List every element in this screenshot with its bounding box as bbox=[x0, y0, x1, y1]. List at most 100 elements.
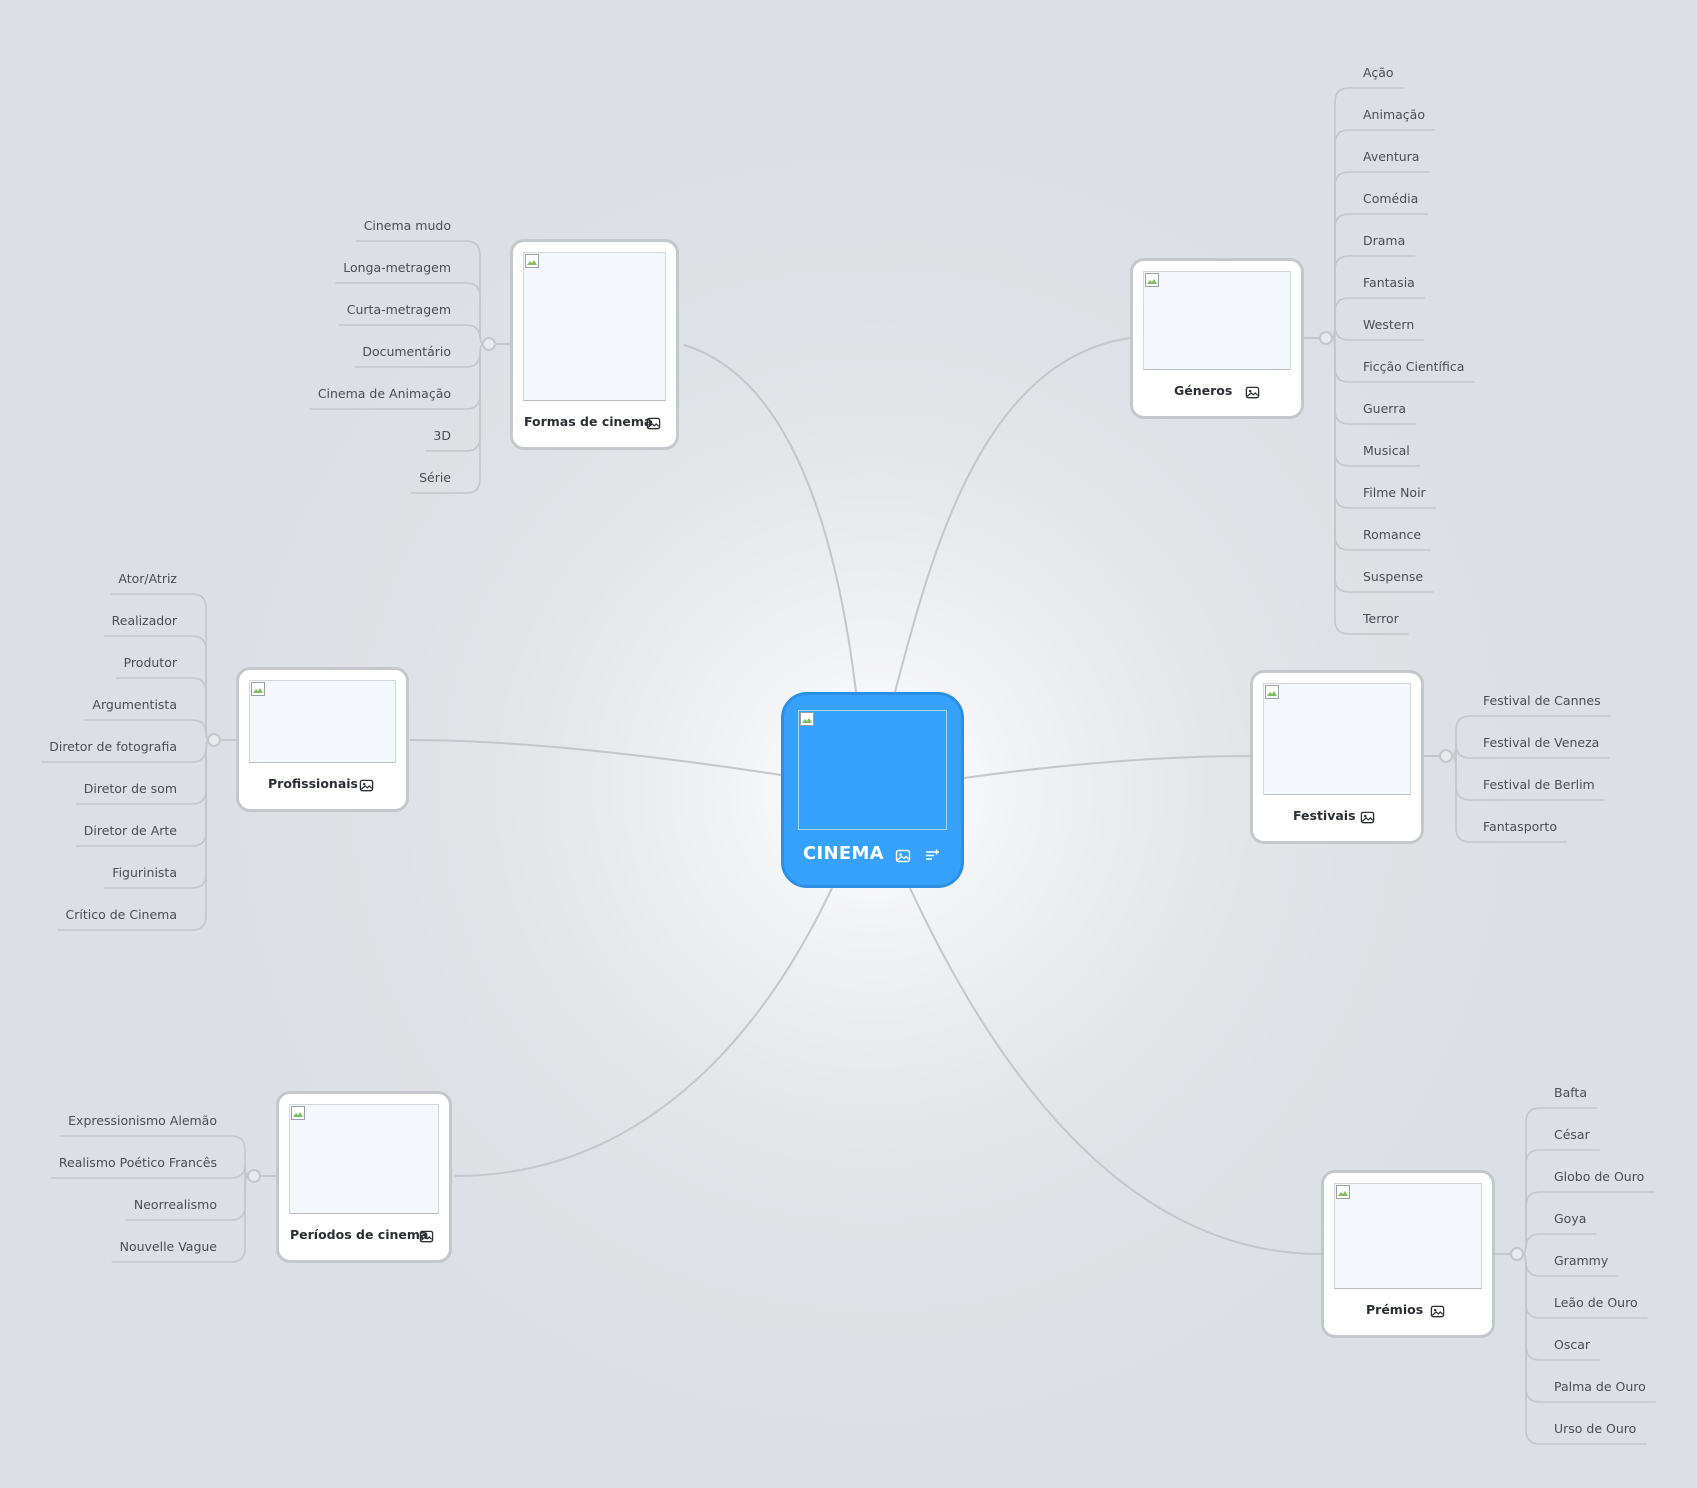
connector-line bbox=[111, 1175, 249, 1263]
connector-line bbox=[963, 755, 1251, 779]
subtopic-festivais[interactable]: Festival de Berlim bbox=[1483, 777, 1595, 792]
branch-hub[interactable] bbox=[207, 733, 221, 747]
branch-hub[interactable] bbox=[482, 337, 496, 351]
subtopic-generos[interactable]: Animação bbox=[1363, 107, 1425, 122]
subtopic-festivais[interactable]: Festival de Veneza bbox=[1483, 735, 1600, 750]
image-icon[interactable] bbox=[646, 416, 661, 431]
connector-line bbox=[909, 887, 1322, 1255]
subtopic-periodos[interactable]: Expressionismo Alemão bbox=[68, 1113, 217, 1128]
topic-label: Períodos de cinema bbox=[290, 1227, 429, 1242]
subtopic-festivais[interactable]: Fantasporto bbox=[1483, 819, 1557, 834]
image-icon[interactable] bbox=[359, 778, 374, 793]
subtopic-premios[interactable]: Grammy bbox=[1554, 1253, 1609, 1268]
subtopic-profissionais[interactable]: Diretor de Arte bbox=[83, 823, 177, 838]
image-icon[interactable] bbox=[1360, 810, 1375, 825]
subtopic-profissionais[interactable]: Realizador bbox=[111, 613, 177, 628]
subtopic-generos[interactable]: Guerra bbox=[1363, 401, 1407, 416]
connector-line bbox=[1522, 1149, 1600, 1255]
central-image-placeholder bbox=[798, 710, 947, 830]
connector-line bbox=[1331, 337, 1434, 593]
subtopic-premios[interactable]: Globo de Ouro bbox=[1554, 1169, 1645, 1184]
connector-line bbox=[454, 887, 833, 1177]
subtopic-formas[interactable]: Cinema de Animação bbox=[317, 386, 451, 401]
subtopic-premios[interactable]: Oscar bbox=[1554, 1337, 1591, 1352]
subtopic-premios[interactable]: César bbox=[1554, 1127, 1590, 1142]
subtopic-generos[interactable]: Drama bbox=[1363, 233, 1406, 248]
image-icon[interactable] bbox=[1245, 385, 1260, 400]
image-placeholder bbox=[1263, 683, 1411, 795]
subtopic-formas[interactable]: Curta-metragem bbox=[346, 302, 451, 317]
subtopic-profissionais[interactable]: Diretor de fotografia bbox=[49, 739, 177, 754]
connector-line bbox=[84, 719, 209, 741]
branch-hub[interactable] bbox=[247, 1169, 261, 1183]
topic-label: Prémios bbox=[1366, 1302, 1424, 1317]
subtopic-festivais[interactable]: Festival de Cannes bbox=[1483, 693, 1601, 708]
subtopic-periodos[interactable]: Realismo Poético Francês bbox=[58, 1155, 217, 1170]
subtopic-formas[interactable]: Documentário bbox=[362, 344, 451, 359]
topic-festivais[interactable]: Festivais bbox=[1250, 670, 1424, 844]
subtopic-premios[interactable]: Leão de Ouro bbox=[1554, 1295, 1638, 1310]
image-icon[interactable] bbox=[895, 848, 911, 864]
subtopic-periodos[interactable]: Nouvelle Vague bbox=[119, 1239, 217, 1254]
central-topic-cinema[interactable]: CINEMA bbox=[781, 692, 964, 888]
notes-icon[interactable] bbox=[924, 848, 940, 864]
topic-periodos-de-cinema[interactable]: Períodos de cinema bbox=[276, 1091, 452, 1263]
topic-premios[interactable]: Prémios bbox=[1321, 1170, 1495, 1338]
subtopic-generos[interactable]: Ficção Científica bbox=[1363, 359, 1465, 374]
subtopic-generos[interactable]: Musical bbox=[1363, 443, 1410, 458]
connector-line bbox=[1451, 755, 1567, 843]
topic-generos[interactable]: Géneros bbox=[1130, 258, 1304, 419]
image-icon[interactable] bbox=[1430, 1304, 1445, 1319]
connector-line bbox=[1522, 1191, 1655, 1255]
topic-profissionais[interactable]: Profissionais bbox=[236, 667, 409, 812]
broken-image-icon bbox=[1336, 1185, 1350, 1199]
subtopic-generos[interactable]: Aventura bbox=[1363, 149, 1420, 164]
connector-line bbox=[103, 635, 209, 741]
subtopic-generos[interactable]: Romance bbox=[1363, 527, 1422, 542]
subtopic-generos[interactable]: Filme Noir bbox=[1363, 485, 1426, 500]
broken-image-icon bbox=[525, 254, 539, 268]
subtopic-generos[interactable]: Comédia bbox=[1363, 191, 1419, 206]
subtopic-generos[interactable]: Suspense bbox=[1363, 569, 1424, 584]
subtopic-premios[interactable]: Urso de Ouro bbox=[1554, 1421, 1637, 1436]
topic-label: Formas de cinema bbox=[524, 414, 653, 429]
connector-line bbox=[1522, 1233, 1597, 1255]
subtopic-profissionais[interactable]: Ator/Atriz bbox=[118, 571, 177, 586]
broken-image-icon bbox=[1265, 685, 1279, 699]
subtopic-generos[interactable]: Fantasia bbox=[1363, 275, 1415, 290]
connector-line bbox=[1451, 715, 1611, 757]
image-icon[interactable] bbox=[419, 1229, 434, 1244]
subtopic-profissionais[interactable]: Argumentista bbox=[92, 697, 177, 712]
broken-image-icon bbox=[251, 682, 265, 696]
branch-hub[interactable] bbox=[1319, 331, 1333, 345]
connector-line bbox=[355, 240, 484, 345]
branch-hub[interactable] bbox=[1510, 1247, 1524, 1261]
topic-formas-de-cinema[interactable]: Formas de cinema bbox=[510, 239, 679, 450]
subtopic-premios[interactable]: Goya bbox=[1554, 1211, 1587, 1226]
connector-line bbox=[1331, 297, 1425, 339]
image-placeholder bbox=[249, 680, 396, 763]
subtopic-formas[interactable]: Longa-metragem bbox=[343, 260, 451, 275]
subtopic-formas[interactable]: 3D bbox=[433, 428, 451, 443]
subtopic-formas[interactable]: Cinema mudo bbox=[363, 218, 451, 233]
subtopic-profissionais[interactable]: Diretor de som bbox=[83, 781, 177, 796]
subtopic-generos[interactable]: Ação bbox=[1363, 65, 1394, 80]
connector-line bbox=[57, 739, 209, 931]
branch-hub[interactable] bbox=[1439, 749, 1453, 763]
subtopic-profissionais[interactable]: Figurinista bbox=[112, 865, 177, 880]
broken-image-icon bbox=[800, 712, 814, 726]
subtopic-periodos[interactable]: Neorrealismo bbox=[133, 1197, 217, 1212]
subtopic-premios[interactable]: Bafta bbox=[1554, 1085, 1587, 1100]
subtopic-formas[interactable]: Série bbox=[419, 470, 451, 485]
subtopic-profissionais[interactable]: Produtor bbox=[123, 655, 177, 670]
subtopic-premios[interactable]: Palma de Ouro bbox=[1554, 1379, 1646, 1394]
subtopic-generos[interactable]: Western bbox=[1363, 317, 1415, 332]
subtopic-generos[interactable]: Terror bbox=[1363, 611, 1399, 626]
subtopic-profissionais[interactable]: Crítico de Cinema bbox=[65, 907, 177, 922]
connector-line bbox=[1331, 337, 1409, 635]
image-placeholder bbox=[1143, 271, 1291, 370]
connector-line bbox=[1522, 1253, 1647, 1445]
image-placeholder bbox=[289, 1104, 439, 1214]
connector-line bbox=[60, 1135, 249, 1177]
